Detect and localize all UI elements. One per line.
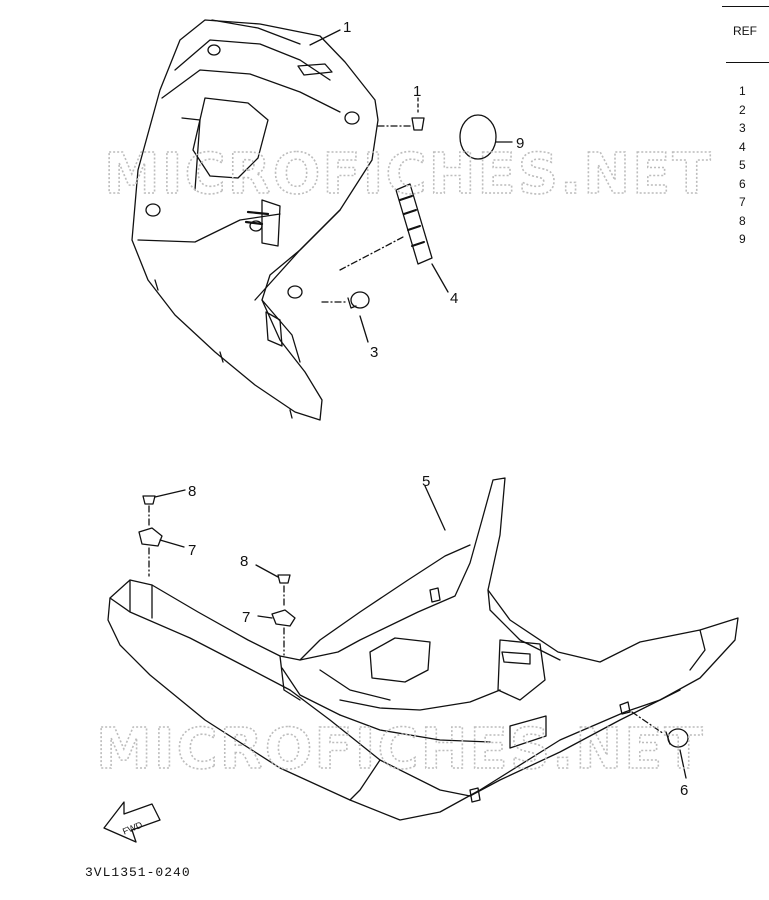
callout-5: 5 [422, 473, 430, 490]
callout-8a: 8 [188, 483, 196, 500]
callout-7a: 7 [188, 542, 196, 559]
leaders-lower [154, 485, 687, 779]
ref-item: 8 [739, 213, 746, 228]
watermark-lower: MICROFICHES.NET [96, 717, 705, 782]
watermark-upper: MICROFICHES.NET [104, 142, 713, 207]
assembly-lines-lower [148, 505, 665, 735]
bolt-part [347, 291, 370, 309]
callout-3: 3 [370, 344, 378, 361]
ref-header: REF [733, 24, 757, 38]
screw-part [411, 97, 425, 131]
fasteners-lower [138, 495, 689, 748]
diagram-code: 3VL1351-0240 [85, 865, 191, 880]
ref-top-rule [722, 0, 769, 7]
floor-board-part [107, 477, 739, 821]
ref-panel: REF 1 2 3 4 5 6 7 8 9 [722, 0, 769, 260]
ref-item: 3 [739, 121, 746, 135]
ref-item: 4 [739, 139, 746, 154]
callout-9: 9 [516, 135, 524, 152]
callout-7b: 7 [242, 609, 250, 626]
assembly-lines-upper [321, 125, 411, 303]
callout-8b: 8 [240, 553, 248, 570]
plate-part [395, 183, 433, 265]
ref-item: 5 [739, 158, 746, 172]
ref-item: 9 [739, 232, 746, 246]
ref-item: 7 [739, 195, 746, 209]
forward-arrow-icon [103, 801, 161, 843]
callout-6: 6 [680, 782, 688, 799]
callout-2: 1 [413, 83, 421, 100]
callout-4: 4 [450, 290, 458, 307]
ref-item: 1 [739, 84, 746, 98]
ref-item: 6 [739, 176, 746, 191]
leg-shield-part [131, 19, 379, 421]
ref-list: 1 2 3 4 5 6 7 8 9 [739, 82, 746, 249]
leaders-upper [309, 29, 513, 343]
callout-1: 1 [343, 19, 351, 36]
ref-item: 2 [739, 102, 746, 117]
ref-divider [726, 62, 769, 63]
cap-part [459, 114, 497, 160]
